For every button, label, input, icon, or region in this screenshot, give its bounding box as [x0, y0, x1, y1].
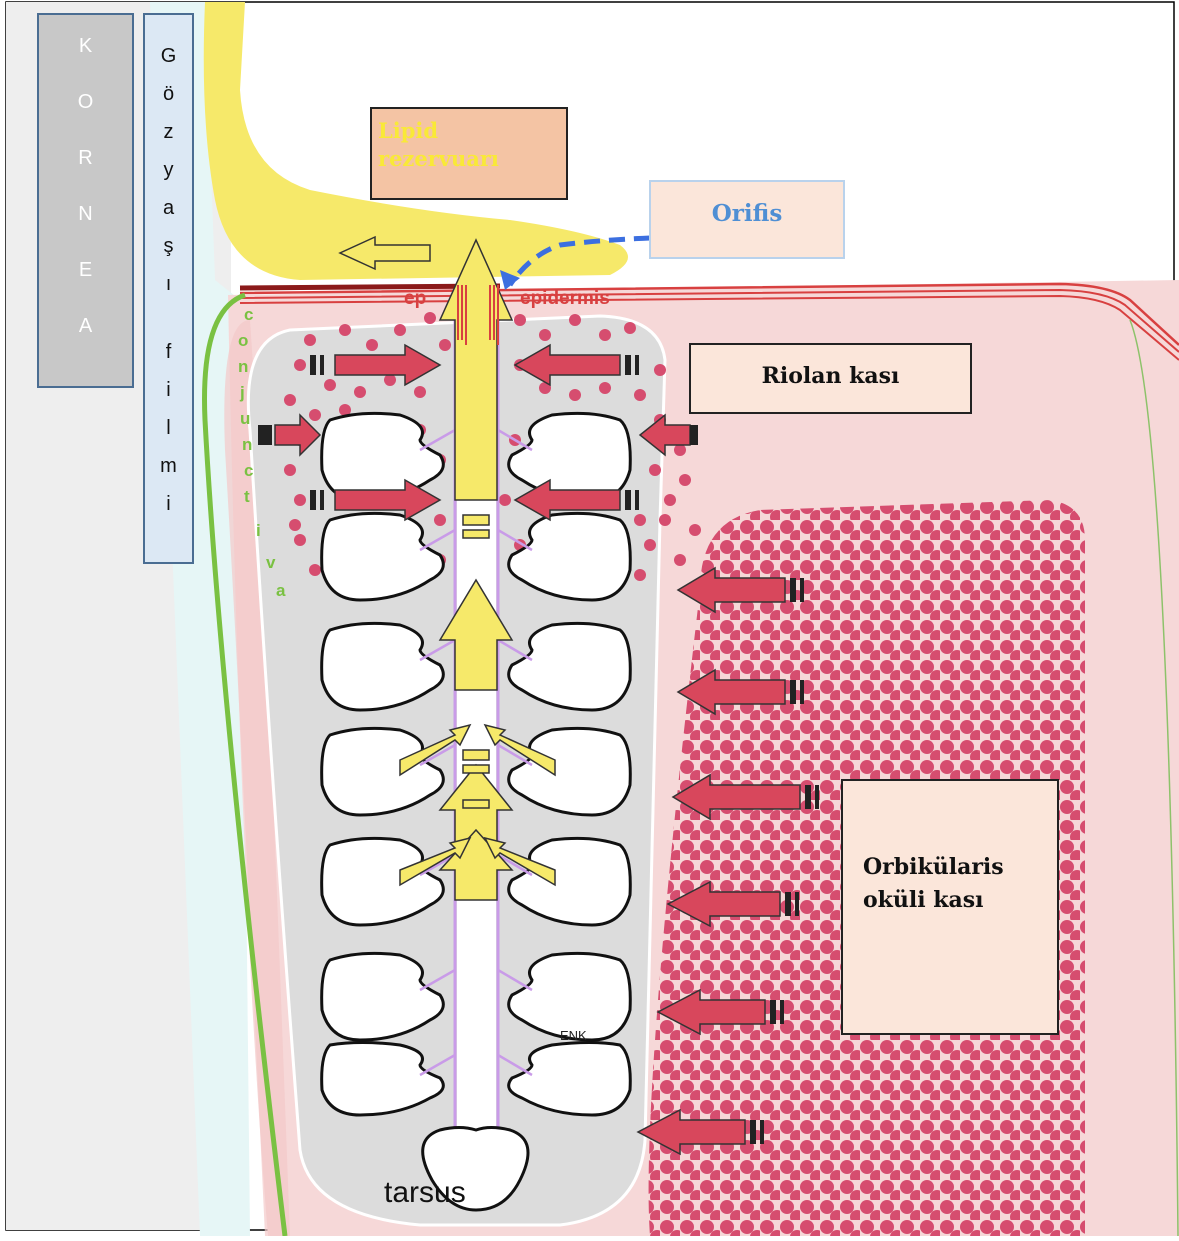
conjunctiva-letter: n: [238, 357, 248, 377]
ep-label: ep: [404, 288, 426, 310]
cornea-letter: A: [79, 305, 92, 347]
tear-film-label-box: G ö z y a ş ı f i l m i: [143, 13, 194, 564]
conjunctiva-letter: n: [242, 435, 252, 455]
orbicularis-text: Orbikülaris oküli kası: [863, 851, 1023, 917]
cornea-letter: N: [78, 193, 92, 235]
tear-film-letter: ı: [166, 265, 172, 303]
epidermis-label: epidermis: [520, 288, 610, 310]
tear-film-letter: ş: [164, 227, 174, 265]
tear-film-letter: i: [166, 371, 170, 409]
tear-film-letter: i: [166, 485, 170, 523]
enk-label: ENK: [560, 1028, 587, 1043]
lipid-reservoir-label: Lipid rezervuarı: [370, 107, 568, 200]
conjunctiva-letter: t: [244, 487, 250, 507]
lipid-reservoir-text: Lipid rezervuarı: [378, 117, 508, 173]
tear-film-letter: z: [164, 113, 174, 151]
conjunctiva-letter: v: [266, 553, 275, 573]
tear-film-letter: G: [161, 37, 177, 75]
tear-film-letter: a: [163, 189, 174, 227]
conjunctiva-label: c o n j u n c t i v a: [238, 305, 278, 605]
tear-film-letter: ö: [163, 75, 174, 113]
orifis-label: Orifis: [649, 180, 845, 259]
tear-film-letter: l: [166, 409, 170, 447]
cornea-label-box: K O R N E A: [37, 13, 134, 388]
conjunctiva-letter: i: [256, 521, 261, 541]
tear-film-letter: m: [160, 447, 177, 485]
conjunctiva-letter: j: [240, 383, 245, 403]
cornea-letter: O: [78, 81, 94, 123]
riolan-text: Riolan kası: [762, 363, 900, 389]
tear-film-letter: f: [166, 333, 172, 371]
tear-film-letter: y: [164, 151, 174, 189]
conjunctiva-letter: a: [276, 581, 285, 601]
conjunctiva-letter: c: [244, 305, 253, 325]
cornea-letter: R: [78, 137, 92, 179]
conjunctiva-letter: u: [240, 409, 250, 429]
conjunctiva-letter: o: [238, 331, 248, 351]
riolan-label: Riolan kası: [689, 343, 972, 414]
orbicularis-label: Orbikülaris oküli kası: [841, 779, 1059, 1035]
cornea-letter: K: [79, 25, 92, 67]
cornea-letter: E: [79, 249, 92, 291]
conjunctiva-letter: c: [244, 461, 253, 481]
orifis-text: Orifis: [712, 200, 783, 227]
tarsus-label: tarsus: [384, 1176, 466, 1210]
